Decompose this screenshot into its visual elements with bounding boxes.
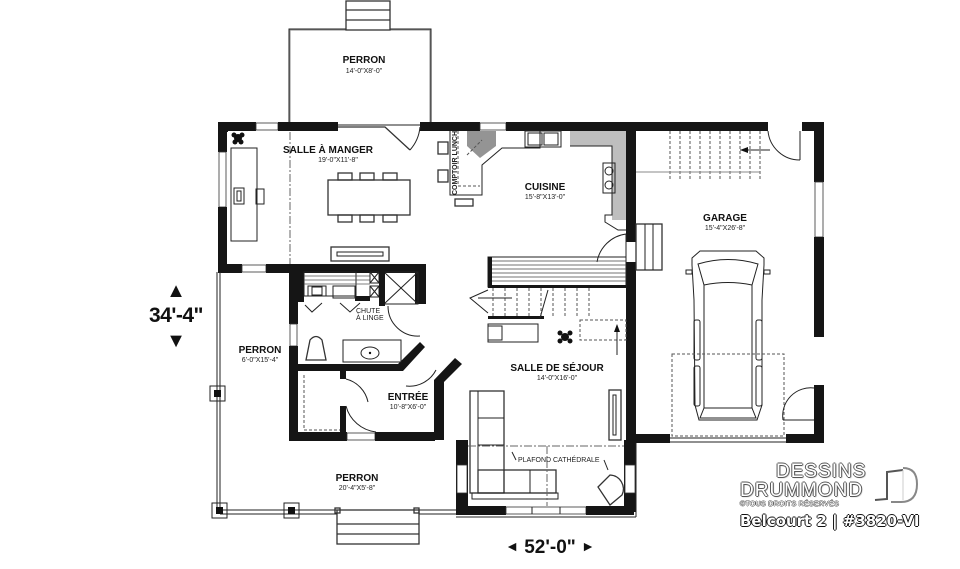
room-name-perron-lateral: PERRON — [239, 345, 282, 356]
dining-chairs — [337, 172, 398, 223]
room-dims-perron-avant: 20'-4"X5'-8" — [339, 485, 376, 492]
living-room — [468, 323, 625, 506]
arrow-up-icon: ▲ — [166, 280, 186, 302]
room-name-entree: ENTRÉE — [388, 390, 429, 403]
room-dims-perron-lateral: 6'-0"X15'-4" — [242, 357, 279, 364]
note-plafond-cathedrale: PLAFOND CATHÉDRALE — [518, 455, 600, 464]
room-dims-salle-a-manger: 19'-0"X11'-8" — [318, 157, 358, 164]
room-dims-entree: 10'-8"X6'-0" — [390, 404, 427, 411]
front-porch — [211, 443, 637, 545]
brand-block: DESSINS DRUMMOND ©TOUS DROITS RÉSERVÉS B… — [740, 462, 930, 530]
room-name-perron-avant: PERRON — [336, 473, 379, 484]
room-name-salle-a-manger: SALLE À MANGER — [283, 143, 374, 156]
car-icon — [685, 250, 771, 421]
front-porch-stairs — [334, 507, 420, 545]
side-porch — [209, 272, 226, 512]
room-dims-cuisine: 15'-8"X13'-0" — [525, 194, 566, 201]
rear-porch — [288, 0, 432, 122]
note-chute-1: CHUTE — [356, 308, 380, 315]
arrow-down-icon: ▼ — [166, 330, 186, 352]
note-comptoir-lunch: COMPTOIR LUNCH — [452, 131, 459, 195]
arrow-left-icon: ◄ — [505, 538, 519, 554]
overall-depth-dimension: ▲ 34'-4" ▼ — [140, 280, 212, 352]
room-dims-garage: 15'-4"X26'-8" — [705, 225, 746, 232]
brand-rights: ©TOUS DROITS RÉSERVÉS — [740, 501, 840, 508]
dining-room — [230, 124, 421, 264]
room-name-salle-de-sejour: SALLE DE SÉJOUR — [510, 361, 604, 374]
brand-line-2: DRUMMOND — [740, 480, 864, 501]
overall-width-dimension: ◄ 52'-0" ► — [480, 537, 620, 559]
room-dims-salle-de-sejour: 14'-0"X16'-0" — [537, 375, 578, 382]
walls — [218, 122, 824, 515]
plant-icon — [557, 330, 573, 344]
plan-model-title: Belcourt 2 | #3820-VI — [740, 512, 920, 530]
staircase — [469, 256, 627, 355]
overall-width-value: 52'-0" — [524, 537, 576, 558]
overall-depth-value: 34'-4" — [149, 304, 203, 327]
room-name-garage: GARAGE — [703, 213, 747, 224]
brand-logo-icon — [874, 467, 919, 503]
garage — [636, 130, 815, 437]
bath-laundry — [303, 264, 437, 433]
room-labels: PERRON 14'-0"X8'-0" SALLE À MANGER 19'-0… — [239, 55, 748, 492]
plant-icon — [231, 132, 245, 145]
room-dims-perron-arriere: 14'-0"X8'-0" — [346, 68, 383, 75]
room-name-cuisine: CUISINE — [525, 182, 566, 193]
rear-porch-stairs — [345, 0, 391, 31]
brand-line-1: DESSINS — [776, 461, 867, 482]
note-chute-2: À LINGE — [356, 313, 384, 322]
kitchen — [437, 130, 663, 271]
room-name-perron-arriere: PERRON — [343, 55, 386, 66]
plan-notes: COMPTOIR LUNCH CHUTE À LINGE PLAFOND CAT… — [356, 131, 600, 464]
arrow-right-icon: ► — [581, 538, 595, 554]
